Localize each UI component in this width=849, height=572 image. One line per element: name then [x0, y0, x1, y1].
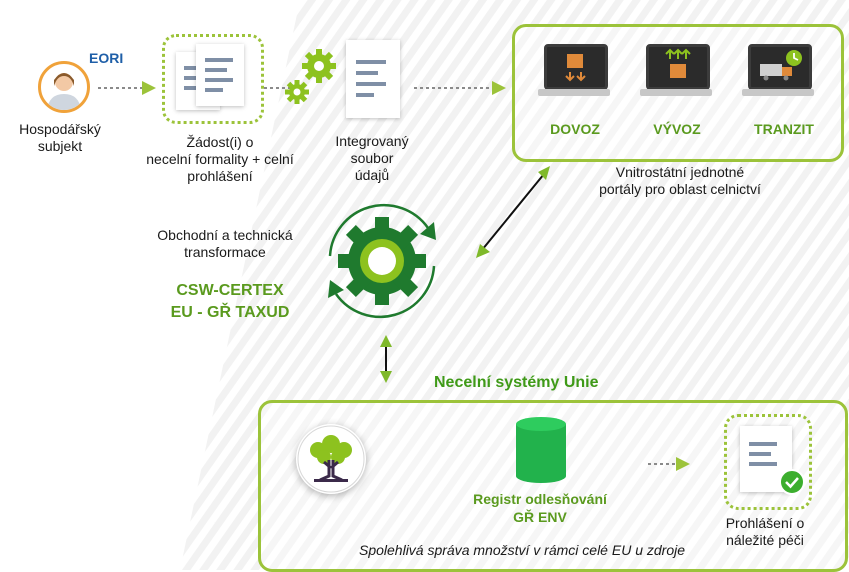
- checkmark-icon: [779, 469, 805, 495]
- laptop-import-icon: [538, 44, 614, 104]
- union-heading: Necelní systémy Unie: [434, 374, 599, 391]
- portal-label-import: DOVOZ: [550, 121, 600, 137]
- registry-label-line1: Registr odlesňování: [473, 491, 607, 507]
- portal-label-transit: TRANZIT: [754, 121, 814, 137]
- hub-name: CSW-CERTEX EU - GŘ TAXUD: [150, 280, 310, 324]
- dataset-label-line2: soubor: [350, 150, 394, 166]
- portals-caption: Vnitrostátní jednotné portály pro oblast…: [560, 164, 800, 198]
- gears-icon: [285, 49, 336, 104]
- person-avatar-icon: [38, 61, 90, 113]
- portals-caption-line2: portály pro oblast celnictví: [599, 181, 761, 197]
- request-label: Žádost(i) o necelní formality + celní pr…: [135, 134, 305, 185]
- arrow-registry-to-declaration: [648, 457, 690, 471]
- dataset-label-line3: údajů: [354, 167, 390, 183]
- arrow-hub-portals: [476, 166, 550, 258]
- hub-description-line2: transformace: [184, 244, 266, 260]
- document-icon: [196, 44, 244, 106]
- registry-label-line2: GŘ ENV: [513, 509, 567, 525]
- hub-description: Obchodní a technická transformace: [140, 227, 310, 261]
- registry-label: Registr odlesňování GŘ ENV: [450, 490, 630, 526]
- portals-caption-line1: Vnitrostátní jednotné: [615, 164, 745, 180]
- declaration-label-line1: Prohlášení o: [725, 515, 805, 531]
- arrow-actor-to-request: [98, 81, 156, 95]
- request-label-line3: prohlášení: [187, 168, 253, 184]
- union-footer: Spolehlivá správa množství v rámci celé …: [358, 542, 686, 558]
- dataset-document-icon: [346, 40, 400, 118]
- database-icon: [516, 417, 566, 483]
- declaration-label-line2: náležité péči: [726, 532, 804, 548]
- dataset-label: Integrovaný soubor údajů: [322, 133, 422, 184]
- request-documents-box: [162, 34, 264, 124]
- hub-name-line1: CSW-CERTEX: [176, 282, 284, 299]
- actor-label-line1: Hospodářský: [19, 121, 101, 137]
- connector-request-to-gears: [264, 87, 290, 89]
- actor-label: Hospodářský subjekt: [0, 121, 120, 155]
- laptop-export-icon: [640, 44, 716, 104]
- tree-logo-icon: [296, 424, 366, 494]
- declaration-box: [724, 414, 812, 510]
- laptop-transit-icon: [742, 44, 818, 104]
- request-label-line2: necelní formality + celní: [146, 151, 294, 167]
- arrow-dataset-to-portals: [414, 81, 506, 95]
- portal-label-export: VÝVOZ: [653, 121, 701, 137]
- arrow-hub-union: [380, 335, 392, 383]
- hub-gear-icon: [328, 204, 436, 318]
- hub-name-line2: EU - GŘ TAXUD: [170, 304, 290, 321]
- eori-tag: EORI: [89, 50, 124, 66]
- declaration-label: Prohlášení o náležité péči: [700, 515, 830, 549]
- actor-label-line2: subjekt: [37, 138, 83, 154]
- hub-description-line1: Obchodní a technická: [157, 227, 293, 243]
- request-label-line1: Žádost(i) o: [186, 134, 254, 150]
- dataset-label-line1: Integrovaný: [335, 133, 409, 149]
